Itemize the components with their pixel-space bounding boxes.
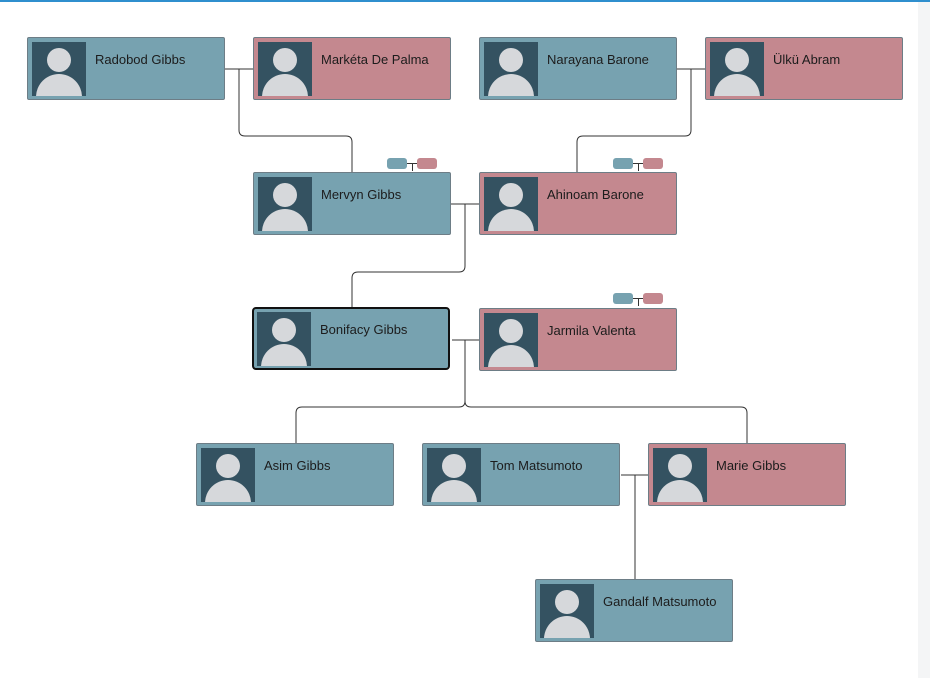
mother-pill — [643, 158, 663, 169]
person-name: Marie Gibbs — [716, 458, 787, 473]
person-card-bonifacy-gibbs[interactable]: Bonifacy Gibbs — [252, 307, 450, 370]
person-card-gandalf-matsumoto[interactable]: Gandalf Matsumoto — [535, 579, 733, 642]
person-silhouette-icon — [258, 42, 312, 96]
person-name: Ahinoam Barone — [547, 187, 644, 202]
link-tom-marie — [621, 474, 649, 579]
person-card-mervyn-gibbs[interactable]: Mervyn Gibbs — [253, 172, 451, 235]
person-name: Ülkü Abram — [773, 52, 841, 67]
person-card-ulku-abram[interactable]: Ülkü Abram — [705, 37, 903, 100]
person-name: Markéta De Palma — [321, 52, 429, 67]
link-mervyn-ahinoam — [351, 203, 479, 307]
mother-pill — [643, 293, 663, 304]
person-name: Asim Gibbs — [264, 458, 331, 473]
parents-toggle-icon[interactable] — [613, 293, 663, 306]
person-silhouette-icon — [484, 313, 538, 367]
person-silhouette-icon — [653, 448, 707, 502]
mother-pill — [417, 158, 437, 169]
person-silhouette-icon — [484, 177, 538, 231]
person-card-marie-gibbs[interactable]: Marie Gibbs — [648, 443, 846, 506]
person-card-jarmila-valenta[interactable]: Jarmila Valenta — [479, 308, 677, 371]
person-card-narayana-barone[interactable]: Narayana Barone — [479, 37, 677, 100]
father-pill — [613, 158, 633, 169]
person-name: Jarmila Valenta — [547, 323, 636, 338]
person-silhouette-icon — [484, 42, 538, 96]
toggle-stem — [412, 163, 413, 171]
person-name: Narayana Barone — [547, 52, 649, 67]
person-silhouette-icon — [201, 448, 255, 502]
person-card-marketa-de-palma[interactable]: Markéta De Palma — [253, 37, 451, 100]
person-name: Gandalf Matsumoto — [603, 594, 717, 609]
parents-toggle-icon[interactable] — [387, 158, 437, 171]
link-radobod-marketa — [225, 68, 353, 172]
person-silhouette-icon — [258, 177, 312, 231]
link-narayana-ulku — [576, 68, 705, 172]
person-name: Mervyn Gibbs — [321, 187, 402, 202]
person-name: Radobod Gibbs — [95, 52, 186, 67]
top-accent-line — [0, 0, 930, 2]
person-card-asim-gibbs[interactable]: Asim Gibbs — [196, 443, 394, 506]
person-silhouette-icon — [710, 42, 764, 96]
person-silhouette-icon — [32, 42, 86, 96]
person-card-tom-matsumoto[interactable]: Tom Matsumoto — [422, 443, 620, 506]
person-silhouette-icon — [427, 448, 481, 502]
person-silhouette-icon — [257, 312, 311, 366]
father-pill — [613, 293, 633, 304]
toggle-stem — [638, 298, 639, 306]
person-card-ahinoam-barone[interactable]: Ahinoam Barone — [479, 172, 677, 235]
scrollbar-track[interactable] — [918, 2, 930, 678]
father-pill — [387, 158, 407, 169]
person-card-radobod-gibbs[interactable]: Radobod Gibbs — [27, 37, 225, 100]
parents-toggle-icon[interactable] — [613, 158, 663, 171]
person-name: Tom Matsumoto — [490, 458, 583, 473]
toggle-stem — [638, 163, 639, 171]
link-bonifacy-jarmila — [295, 339, 748, 443]
person-name: Bonifacy Gibbs — [320, 322, 408, 337]
person-silhouette-icon — [540, 584, 594, 638]
